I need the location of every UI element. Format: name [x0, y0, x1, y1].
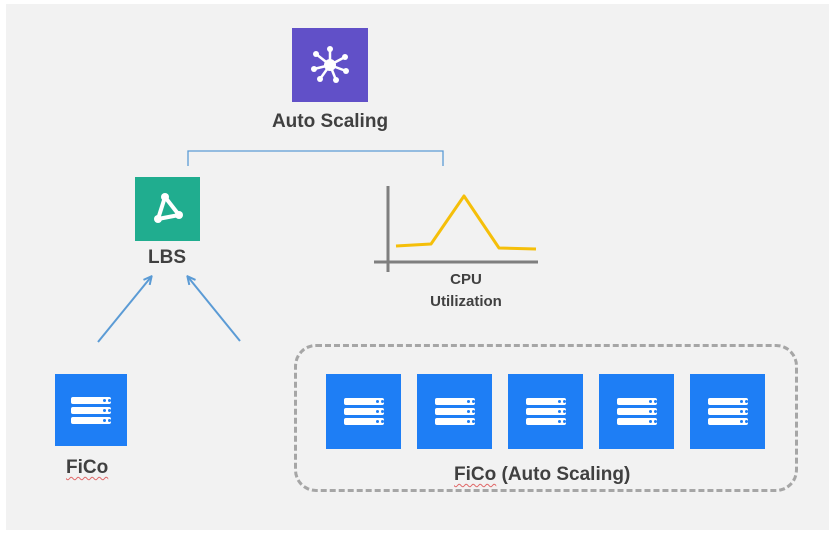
group-server-1[interactable] [326, 374, 401, 449]
lbs-label: LBS [148, 247, 186, 268]
diagram-canvas: Auto Scaling LBS CPU Utilization [6, 4, 829, 530]
arrow-right [188, 277, 241, 342]
server-icon [71, 396, 111, 424]
network-hub-icon [311, 46, 349, 83]
group-server-3[interactable] [508, 374, 583, 449]
fico-label: FiCo [66, 457, 109, 478]
fico-auto-scaling-group [294, 344, 798, 492]
auto-scaling-node[interactable] [292, 28, 368, 102]
group-server-2[interactable] [417, 374, 492, 449]
server-icon [616, 398, 657, 425]
server-icon [343, 398, 384, 425]
cpu-label-line1: CPU [450, 271, 482, 288]
group-server-4[interactable] [599, 374, 674, 449]
lbs-node[interactable] [135, 177, 200, 241]
triangle-nodes-icon [153, 193, 183, 223]
server-icon [707, 398, 748, 425]
fico-server-node[interactable] [55, 374, 127, 446]
auto-scaling-label: Auto Scaling [271, 111, 389, 132]
line-chart-icon [374, 186, 538, 272]
group-server-5[interactable] [690, 374, 765, 449]
fico-to-lbs-arrows [97, 4, 241, 343]
server-icon [525, 398, 566, 425]
arrow-left [97, 277, 151, 343]
cpu-label-line2: Utilization [430, 293, 502, 310]
auto-scaling-bracket [187, 150, 444, 166]
server-icon [434, 398, 475, 425]
fico-group-label: FiCo (Auto Scaling) [454, 464, 631, 485]
